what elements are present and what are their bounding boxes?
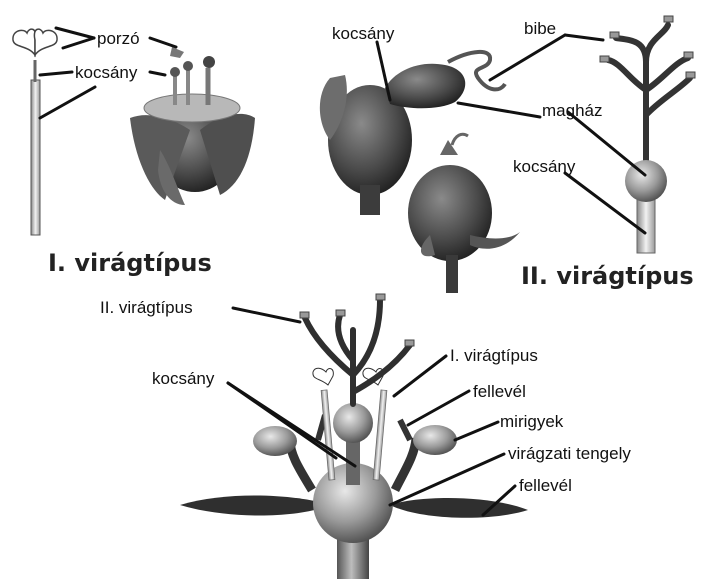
title-type2: II. virágtípus <box>521 262 694 290</box>
label-type1-small: I. virágtípus <box>450 346 538 365</box>
label-fellevel-1: fellevél <box>473 382 526 401</box>
label-kocsany-left: kocsány <box>75 63 138 82</box>
label-porzo: porzó <box>97 29 140 48</box>
label-fellevel-2: fellevél <box>519 476 572 495</box>
label-mirigyek: mirigyek <box>500 412 564 431</box>
label-viragzati-tengely: virágzati tengely <box>508 444 631 463</box>
label-bibe: bibe <box>524 19 556 38</box>
label-kocsany-top: kocsány <box>332 24 395 43</box>
title-type1: I. virágtípus <box>48 249 212 277</box>
type1-photo <box>130 47 255 205</box>
label-kocsany-right: kocsány <box>513 157 576 176</box>
type2-photo <box>320 52 520 293</box>
type1-schematic <box>13 29 57 235</box>
label-maghaz: magház <box>542 101 602 120</box>
label-kocsany-bottom: kocsány <box>152 369 215 388</box>
label-type2-small: II. virágtípus <box>100 298 193 317</box>
anther-icon <box>13 29 57 55</box>
type2-schematic <box>600 16 695 253</box>
cyathium-diagram <box>180 294 528 579</box>
